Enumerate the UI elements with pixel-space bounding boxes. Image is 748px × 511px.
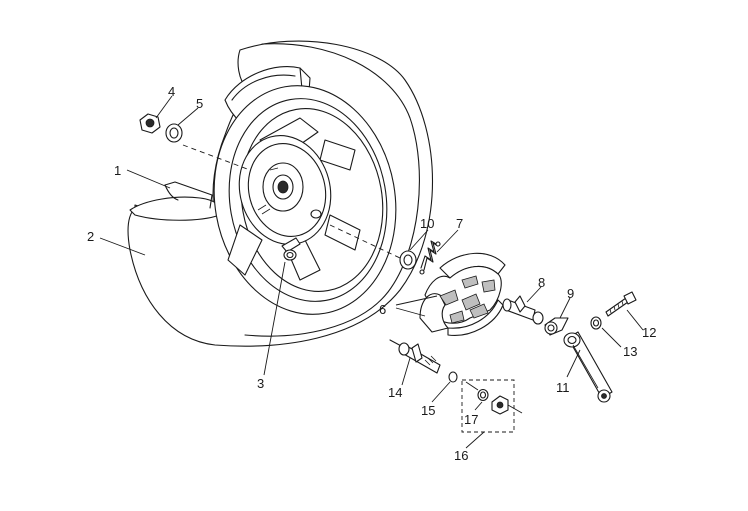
wear-indicator — [544, 317, 569, 336]
callout-1: 1 — [114, 163, 121, 178]
callout-4: 4 — [168, 84, 175, 99]
callout-3: 3 — [257, 376, 264, 391]
callout-7: 7 — [456, 216, 463, 231]
callout-6: 6 — [379, 302, 386, 317]
callout-17: 17 — [464, 412, 478, 427]
o-ring-15 — [448, 371, 458, 383]
leader-lines — [99, 95, 644, 449]
callout-13: 13 — [623, 344, 637, 359]
callout-12: 12 — [642, 325, 656, 340]
washer-10 — [399, 250, 417, 270]
callout-2: 2 — [87, 229, 94, 244]
valve-stem — [281, 237, 301, 261]
callout-8: 8 — [538, 275, 545, 290]
washer-13 — [590, 316, 602, 330]
axle-centerline — [182, 144, 251, 171]
callout-16: 16 — [454, 448, 468, 463]
callout-10: 10 — [420, 216, 434, 231]
brake-spring — [419, 240, 441, 275]
nut-washer-set — [461, 379, 523, 433]
brake-camshaft — [502, 295, 544, 325]
callout-15: 15 — [421, 403, 435, 418]
callout-5: 5 — [196, 96, 203, 111]
callout-14: 14 — [388, 385, 402, 400]
axle-nut — [139, 113, 161, 134]
wheel-rim — [213, 85, 397, 315]
brake-shoes — [419, 252, 506, 336]
brake-arm — [563, 331, 613, 403]
bolt-12 — [605, 291, 637, 317]
brake-centerline — [329, 224, 401, 259]
axle-washer — [165, 123, 183, 143]
axle — [389, 339, 441, 374]
callout-9: 9 — [567, 286, 574, 301]
callout-11: 11 — [556, 380, 570, 395]
